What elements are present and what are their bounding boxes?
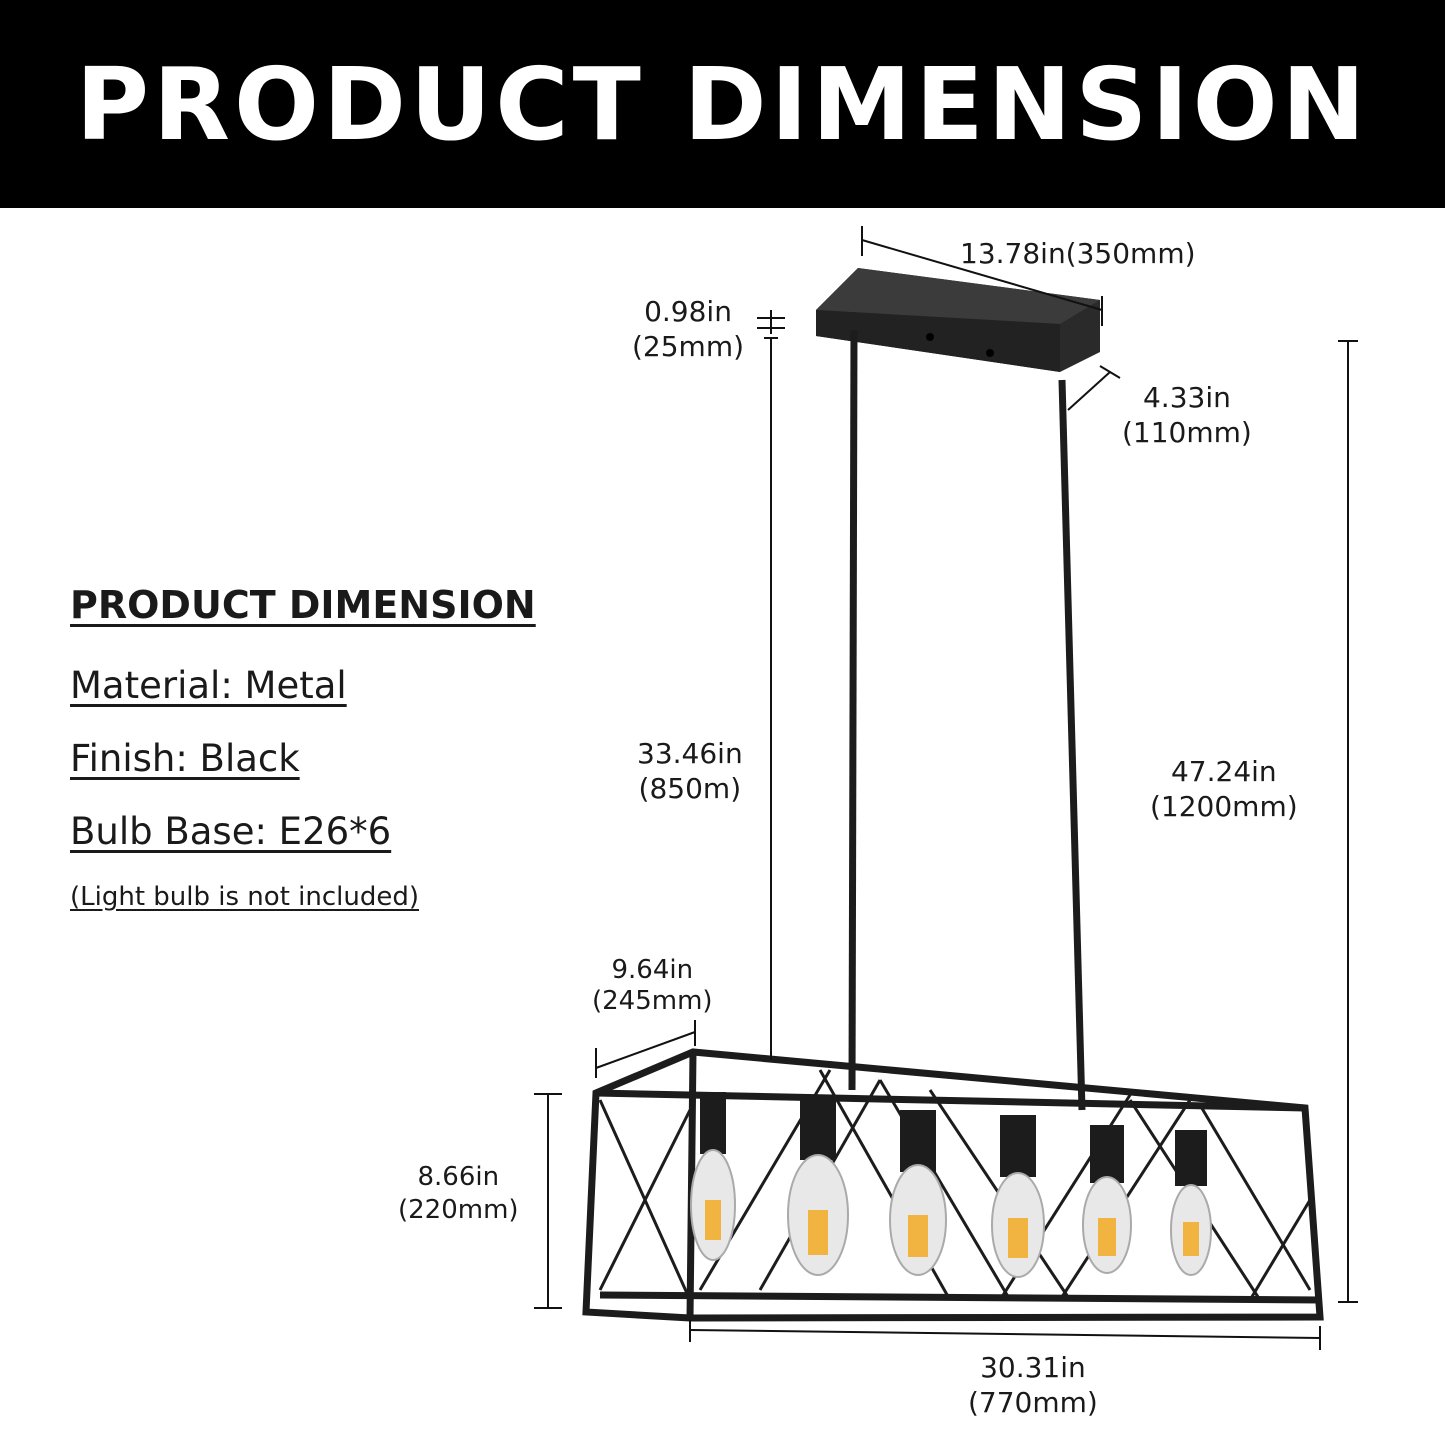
dimension-lines bbox=[534, 226, 1358, 1350]
spec-note: (Light bulb is not included) bbox=[70, 882, 419, 912]
suspension-rods bbox=[848, 329, 1086, 1111]
spec-material: Material: Metal bbox=[70, 664, 347, 707]
dim-rod-length: 33.46in (850m) bbox=[637, 737, 743, 805]
spec-finish: Finish: Black bbox=[70, 737, 300, 780]
banner-title: PRODUCT DIMENSION bbox=[75, 45, 1370, 163]
header-banner: PRODUCT DIMENSION bbox=[0, 0, 1445, 208]
dim-canopy-length: 13.78in(350mm) bbox=[960, 237, 1196, 270]
dim-canopy-width: 4.33in (110mm) bbox=[1122, 381, 1252, 449]
dim-cage-depth: 9.64in (245mm) bbox=[592, 955, 713, 1016]
canopy bbox=[816, 268, 1100, 372]
dim-cage-height: 8.66in (220mm) bbox=[398, 1162, 519, 1225]
dim-cage-length: 30.31in (770mm) bbox=[968, 1351, 1098, 1419]
bulbs bbox=[690, 1092, 1212, 1278]
dim-canopy-height: 0.98in (25mm) bbox=[632, 295, 745, 363]
dim-total-height: 47.24in (1200mm) bbox=[1150, 755, 1298, 823]
spec-bulb-base: Bulb Base: E26*6 bbox=[70, 810, 392, 853]
spec-heading: PRODUCT DIMENSION bbox=[70, 583, 536, 627]
